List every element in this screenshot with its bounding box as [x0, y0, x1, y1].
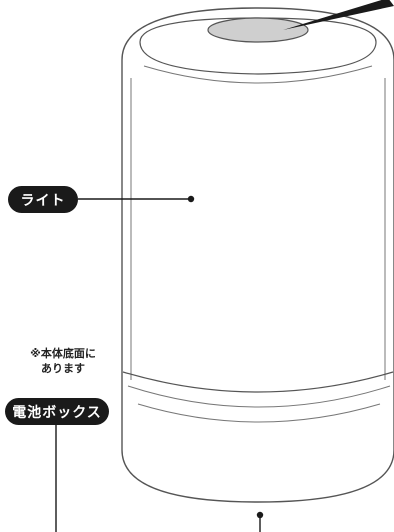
- bottom-leader-dot: [256, 511, 264, 519]
- light-label-pill: ライト: [8, 186, 78, 213]
- light-label: ライト: [20, 192, 66, 209]
- lantern-body-outline: [121, 7, 394, 503]
- top-button-pointer: [283, 0, 394, 30]
- battery-note: ※本体底面に あります: [8, 346, 118, 376]
- base-band-lower: [127, 385, 391, 408]
- top-button: [207, 17, 309, 43]
- battery-note-line2: あります: [41, 362, 85, 375]
- base-ring: [137, 403, 381, 423]
- base-band-upper: [122, 371, 394, 393]
- battery-box-label-pill: 電池ボックス: [5, 398, 109, 425]
- light-leader-dot: [187, 195, 195, 203]
- battery-note-line1: ※本体底面に: [30, 347, 96, 360]
- shade-top-line: [143, 65, 373, 84]
- battery-box-label: 電池ボックス: [12, 404, 102, 421]
- top-rim-inner: [139, 17, 377, 75]
